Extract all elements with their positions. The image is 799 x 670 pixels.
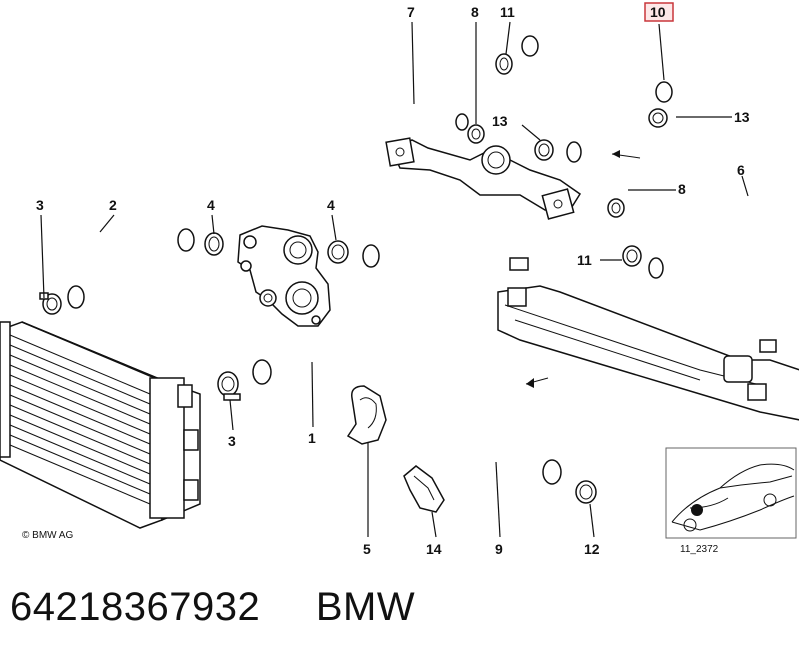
clamp-4-left xyxy=(204,232,224,256)
clamp-3-lower xyxy=(217,371,241,401)
copyright: © BMW AG xyxy=(22,530,73,541)
clamp-13-middle xyxy=(534,139,554,161)
footer: 64218367932 BMW xyxy=(10,585,415,630)
callout-8-right: 8 xyxy=(678,181,686,197)
callout-1: 1 xyxy=(308,430,316,446)
clip-14 xyxy=(403,465,445,513)
leader-lines xyxy=(40,21,749,538)
callout-14: 14 xyxy=(426,541,442,557)
clamp-11-lower xyxy=(622,245,642,267)
bracket-5 xyxy=(346,385,387,445)
callout-7: 7 xyxy=(407,4,415,20)
clamp-3-upper xyxy=(39,292,62,315)
reference-code: 11_2372 xyxy=(680,544,719,555)
callout-11-lower: 11 xyxy=(577,252,592,268)
radiator-frame xyxy=(497,285,799,421)
callout-labels: 3 2 4 4 3 1 5 14 9 12 7 8 11 10 13 13 8 … xyxy=(36,2,750,557)
clamp-8-right xyxy=(607,198,625,218)
callout-12: 12 xyxy=(584,541,600,557)
callout-4-left: 4 xyxy=(207,197,215,213)
part-number: 64218367932 xyxy=(10,585,261,629)
callout-8-top: 8 xyxy=(471,4,479,20)
clamp-4-right xyxy=(327,240,349,264)
callout-10: 10 xyxy=(650,4,666,20)
callout-9: 9 xyxy=(495,541,503,557)
water-pump-housing xyxy=(237,225,331,327)
callout-13-middle: 13 xyxy=(492,113,508,129)
radiator xyxy=(0,321,201,529)
thermostat-body xyxy=(385,137,582,220)
hose-10 xyxy=(514,22,683,163)
clamp-13-right xyxy=(648,108,668,128)
brand-name: BMW xyxy=(315,585,416,629)
callout-3-bottom: 3 xyxy=(228,433,236,449)
hose-lower-right xyxy=(648,257,727,357)
clamp-8-top xyxy=(467,124,485,144)
hose-1 xyxy=(252,240,483,385)
car-inset: 11_2372 xyxy=(665,447,797,555)
hose-2 xyxy=(61,226,195,309)
hose-6 xyxy=(614,194,780,353)
callout-4-right: 4 xyxy=(327,197,335,213)
callout-6: 6 xyxy=(737,162,745,178)
callout-2: 2 xyxy=(109,197,117,213)
callout-5: 5 xyxy=(363,541,371,557)
callout-13-right: 13 xyxy=(734,109,750,125)
location-marker-icon xyxy=(691,504,703,516)
clamp-12 xyxy=(575,480,597,504)
hose-9 xyxy=(450,377,562,485)
callout-3-top: 3 xyxy=(36,197,44,213)
callout-11-top: 11 xyxy=(500,4,515,20)
clamp-11-top xyxy=(495,53,513,75)
callout-10-highlight xyxy=(644,2,674,22)
